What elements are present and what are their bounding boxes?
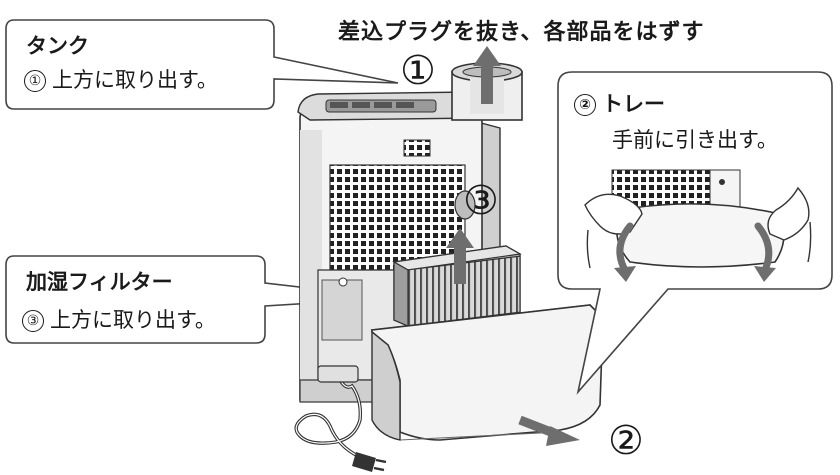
tray-callout-heading: ② トレー — [574, 88, 665, 118]
tank-callout — [5, 19, 399, 110]
power-cord — [294, 365, 387, 472]
filter-step-number: ③ — [463, 178, 499, 224]
tray-step-number: ② — [608, 418, 644, 464]
tray-instruction: 手前に引き出す。 — [612, 128, 778, 152]
filter-step-badge: ③ — [22, 310, 44, 332]
tray-callout-title: トレー — [602, 92, 665, 116]
filter-callout-title: 加湿フィルター — [26, 270, 173, 294]
filter-callout-body: ③ 上方に取り出す。 — [22, 304, 216, 334]
up-arrow-icon — [446, 228, 474, 284]
power-plug-icon — [352, 452, 387, 472]
water-tray — [370, 304, 604, 441]
tank-callout-title: タンク — [26, 34, 89, 58]
tank-callout-body: ① 上方に取り出す。 — [24, 64, 218, 94]
down-right-arrow-icon — [518, 415, 580, 446]
tank-instruction: 上方に取り出す。 — [52, 68, 218, 92]
up-arrow-icon — [473, 46, 501, 104]
page-heading: 差込プラグを抜き、各部品をはずす — [338, 20, 705, 45]
tray-callout — [557, 71, 833, 395]
filter-callout — [5, 255, 396, 344]
tank-step-number: ① — [400, 48, 436, 94]
filter-instruction: 上方に取り出す。 — [50, 308, 216, 332]
tank-step-badge: ① — [24, 70, 46, 92]
tray-step-badge: ② — [574, 94, 596, 116]
